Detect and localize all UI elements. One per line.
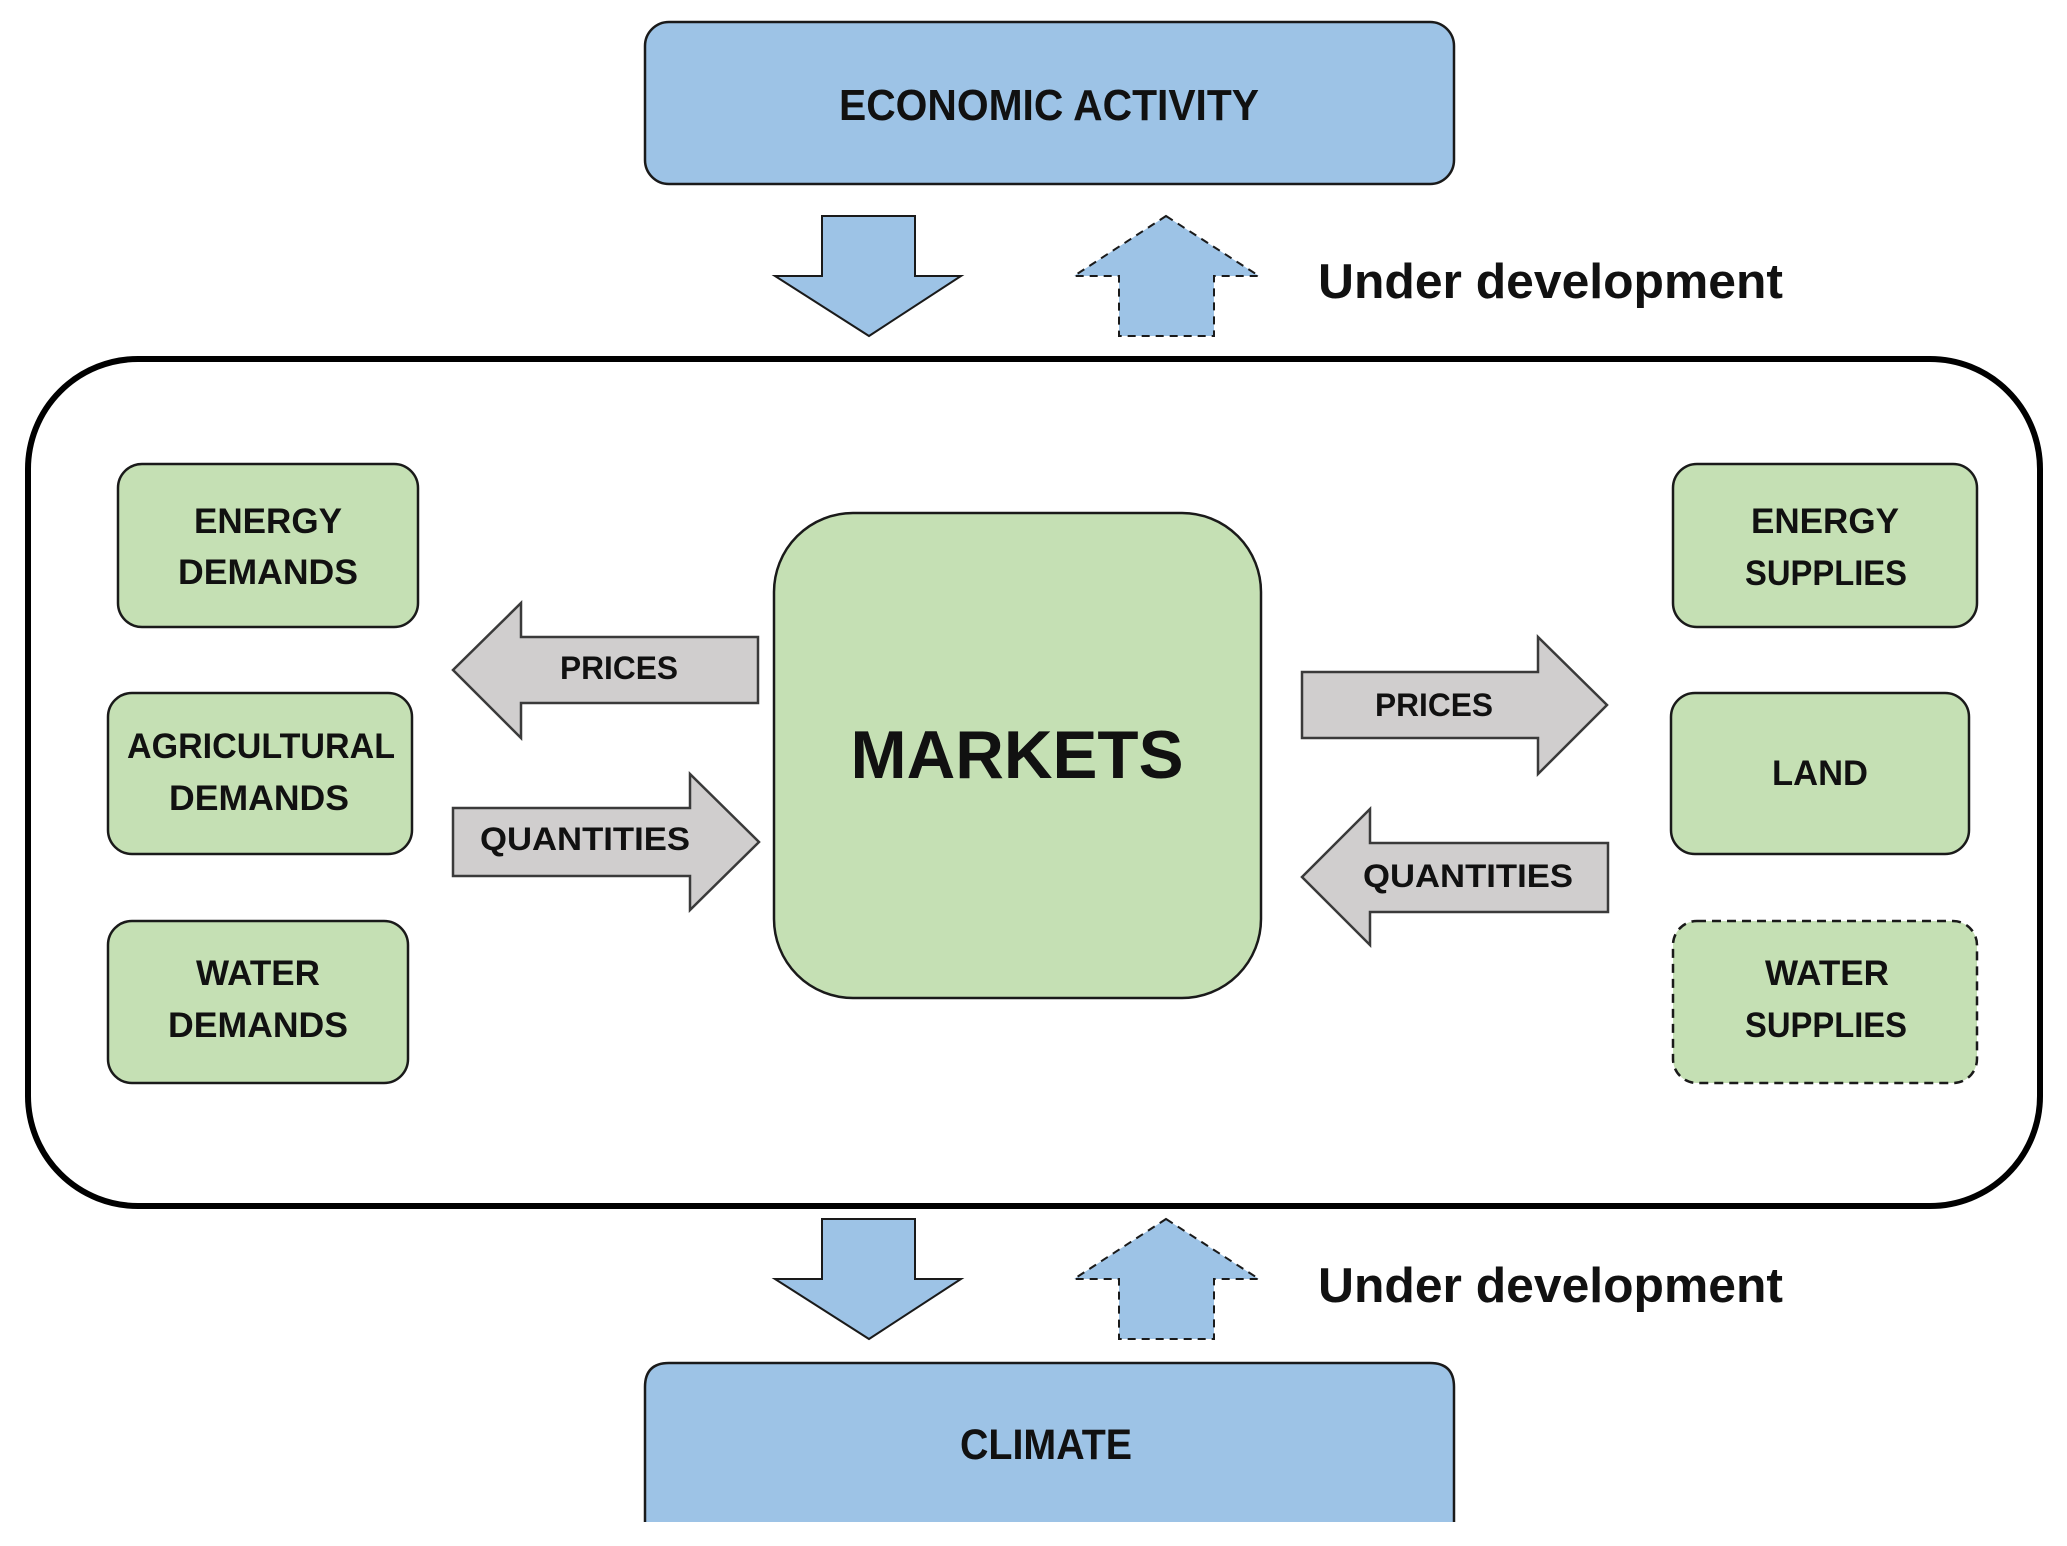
water-demands-box <box>106 919 410 1085</box>
energy-demands-label-line1: ENERGY <box>194 502 342 541</box>
land-label: LAND <box>1772 754 1868 793</box>
water-supplies-label-line2: SUPPLIES <box>1745 1006 1907 1045</box>
climate-node[interactable]: CLIMATE <box>643 1361 1456 1522</box>
arrow-right-prices-icon <box>1300 634 1609 778</box>
flow-prices-to-demands: PRICES <box>451 600 760 742</box>
economic-activity-node[interactable]: ECONOMIC ACTIVITY <box>643 20 1456 186</box>
status-label-top: Under development <box>1318 255 1783 309</box>
flow-quantities-from-supplies: QUANTITIES <box>1300 805 1610 949</box>
economic-activity-box <box>643 20 1456 186</box>
energy-supplies-node[interactable]: ENERGY SUPPLIES <box>1671 462 1979 629</box>
flow-prices-to-supplies: PRICES <box>1300 634 1609 778</box>
agricultural-demands-label-line1: AGRICULTURAL <box>127 727 395 766</box>
economic-activity-label: ECONOMIC ACTIVITY <box>839 81 1259 130</box>
water-demands-label-line2: DEMANDS <box>168 1006 348 1045</box>
arrow-up-markets-to-economy-icon <box>1070 214 1263 337</box>
arrow-right-quantities-icon <box>451 771 761 913</box>
energy-supplies-label-line1: ENERGY <box>1751 502 1899 541</box>
markets-label: MARKETS <box>851 717 1184 793</box>
status-label-bottom: Under development <box>1318 1259 1783 1313</box>
flow-label-quantities-left: QUANTITIES <box>480 821 690 857</box>
land-box <box>1669 691 1971 856</box>
flow-quantities-from-demands: QUANTITIES <box>451 771 761 913</box>
water-demands-label-line1: WATER <box>196 954 320 993</box>
land-node[interactable]: LAND <box>1669 691 1971 856</box>
flow-label-prices-left: PRICES <box>560 650 678 686</box>
climate-box <box>643 1361 1456 1522</box>
arrow-left-quantities-icon <box>1300 805 1610 949</box>
water-supplies-label-line1: WATER <box>1765 954 1889 993</box>
energy-supplies-box <box>1671 462 1979 629</box>
energy-supplies-label-line2: SUPPLIES <box>1745 554 1907 593</box>
energy-demands-node[interactable]: ENERGY DEMANDS <box>116 462 420 629</box>
arrow-up-climate-to-markets-icon <box>1070 1217 1263 1340</box>
climate-label: CLIMATE <box>960 1421 1132 1469</box>
energy-demands-label-line2: DEMANDS <box>178 553 358 592</box>
arrow-down-markets-to-climate-icon <box>771 1218 965 1341</box>
arrow-left-prices-icon <box>451 600 760 742</box>
flow-label-prices-right: PRICES <box>1375 687 1493 723</box>
energy-demands-box <box>116 462 420 629</box>
climate-box-fill <box>647 1500 1452 1522</box>
markets-box <box>772 511 1263 1000</box>
arrow-down-economy-to-markets-icon <box>771 215 965 338</box>
water-supplies-box <box>1671 919 1979 1085</box>
markets-node[interactable]: MARKETS <box>772 511 1263 1000</box>
agricultural-demands-label-line2: DEMANDS <box>169 779 349 818</box>
agricultural-demands-node[interactable]: AGRICULTURAL DEMANDS <box>106 691 414 856</box>
water-supplies-node[interactable]: WATER SUPPLIES <box>1671 919 1979 1085</box>
flow-label-quantities-right: QUANTITIES <box>1363 858 1573 894</box>
water-demands-node[interactable]: WATER DEMANDS <box>106 919 410 1085</box>
agricultural-demands-box <box>106 691 414 856</box>
